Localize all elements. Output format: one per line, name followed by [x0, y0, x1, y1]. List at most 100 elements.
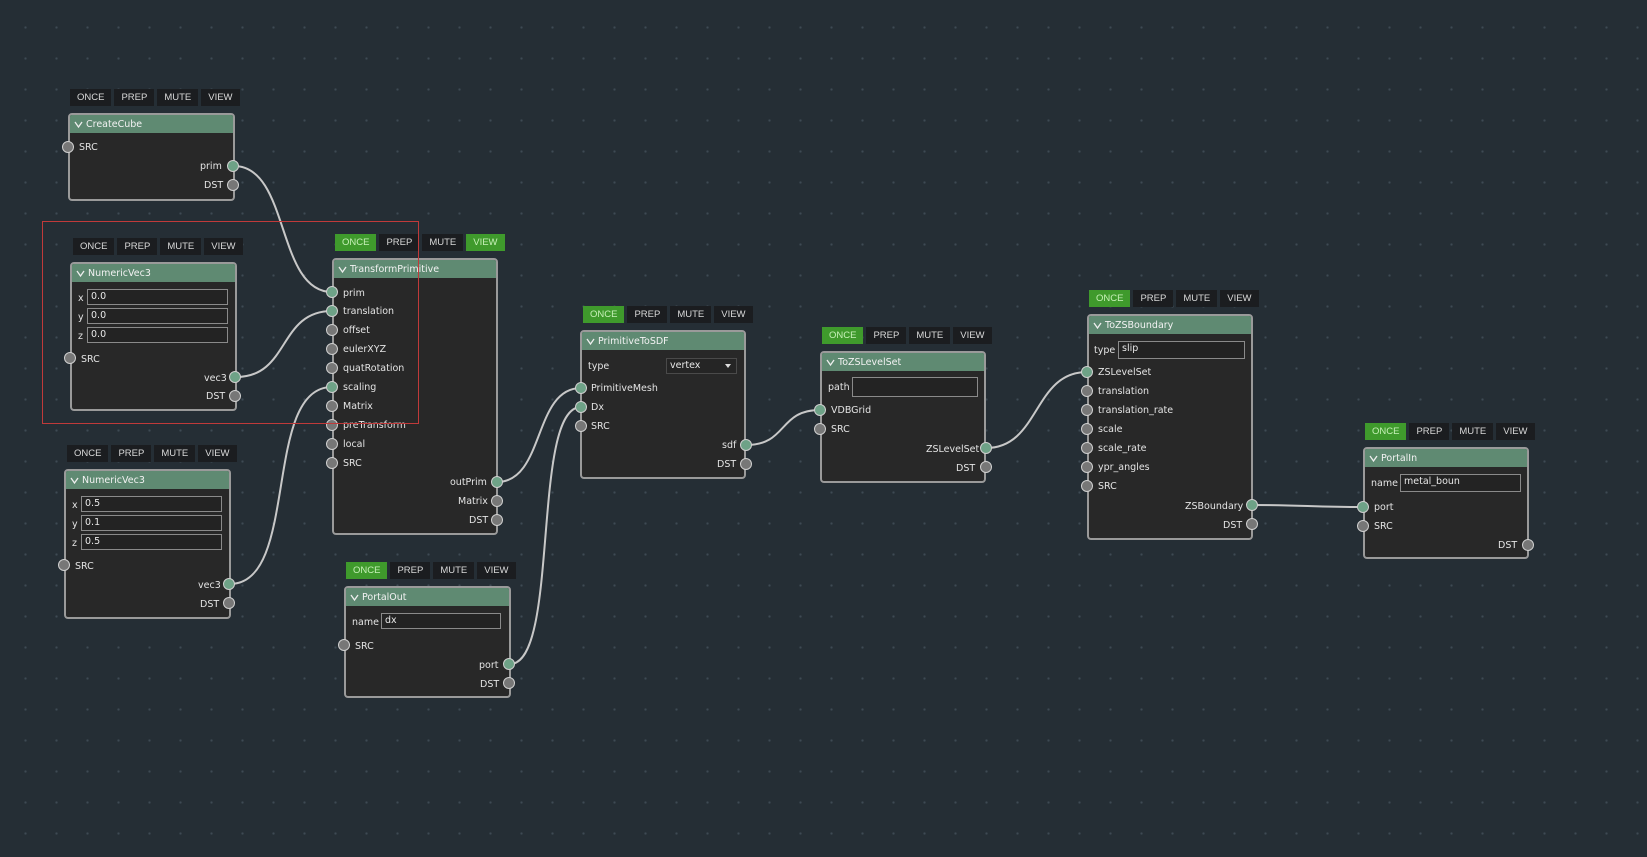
socket-dst-out[interactable]	[229, 390, 241, 402]
mute-button[interactable]: MUTE	[433, 562, 475, 579]
view-button[interactable]: VIEW	[201, 89, 240, 106]
once-button[interactable]: ONCE	[346, 562, 388, 579]
z-field[interactable]: 0.5	[81, 534, 222, 550]
once-button[interactable]: ONCE	[822, 327, 864, 344]
socket-vec3-out[interactable]	[229, 371, 241, 383]
socket-matrix-in[interactable]	[326, 400, 338, 412]
prep-button[interactable]: PREP	[390, 562, 431, 579]
once-button[interactable]: ONCE	[70, 89, 112, 106]
socket-dst-out[interactable]	[503, 677, 515, 689]
socket-outprim-out[interactable]	[491, 476, 503, 488]
socket-dst-out[interactable]	[1246, 518, 1258, 530]
socket-port-in[interactable]	[1357, 501, 1369, 513]
socket-src-in[interactable]	[58, 559, 70, 571]
node-transformprimitive[interactable]: TransformPrimitive	[332, 258, 498, 535]
mute-button[interactable]: MUTE	[160, 238, 202, 255]
socket-src-in[interactable]	[1357, 520, 1369, 532]
socket-zsboundary-out[interactable]	[1246, 499, 1258, 511]
socket-src-in[interactable]	[326, 457, 338, 469]
socket-primitivemesh-in[interactable]	[575, 382, 587, 394]
socket-quatrotation-in[interactable]	[326, 362, 338, 374]
collapse-chevron-icon[interactable]	[338, 265, 347, 274]
socket-scale-in[interactable]	[1081, 423, 1093, 435]
prep-button[interactable]: PREP	[117, 238, 158, 255]
socket-vec3-out[interactable]	[223, 578, 235, 590]
prep-button[interactable]: PREP	[866, 327, 907, 344]
node-header[interactable]: PortalOut	[346, 588, 509, 606]
node-header[interactable]: CreateCube	[70, 115, 233, 133]
socket-dst-out[interactable]	[980, 461, 992, 473]
node-portalout[interactable]: PortalOut	[344, 586, 511, 698]
collapse-chevron-icon[interactable]	[1369, 454, 1378, 463]
view-button[interactable]: VIEW	[466, 234, 505, 251]
collapse-chevron-icon[interactable]	[76, 269, 85, 278]
view-button[interactable]: VIEW	[477, 562, 516, 579]
mute-button[interactable]: MUTE	[422, 234, 464, 251]
socket-eulerxyz-in[interactable]	[326, 343, 338, 355]
socket-dx-in[interactable]	[575, 401, 587, 413]
prep-button[interactable]: PREP	[379, 234, 420, 251]
view-button[interactable]: VIEW	[1220, 290, 1259, 307]
view-button[interactable]: VIEW	[204, 238, 243, 255]
socket-src-in[interactable]	[1081, 480, 1093, 492]
socket-translation-rate-in[interactable]	[1081, 404, 1093, 416]
collapse-chevron-icon[interactable]	[74, 120, 83, 129]
type-select[interactable]: vertex	[666, 358, 737, 374]
y-field[interactable]: 0.1	[81, 515, 222, 531]
socket-prim-in[interactable]	[326, 286, 338, 298]
x-field[interactable]: 0.5	[81, 496, 222, 512]
collapse-chevron-icon[interactable]	[826, 358, 835, 367]
prep-button[interactable]: PREP	[111, 445, 152, 462]
node-header[interactable]: ToZSBoundary	[1089, 316, 1251, 334]
socket-matrix-out[interactable]	[491, 495, 503, 507]
socket-src-in[interactable]	[338, 639, 350, 651]
view-button[interactable]: VIEW	[1496, 423, 1535, 440]
collapse-chevron-icon[interactable]	[350, 593, 359, 602]
view-button[interactable]: VIEW	[714, 306, 753, 323]
socket-dst-out[interactable]	[1522, 539, 1534, 551]
node-createcube[interactable]: CreateCube	[68, 113, 235, 201]
socket-offset-in[interactable]	[326, 324, 338, 336]
socket-dst-out[interactable]	[223, 597, 235, 609]
node-tozslevelset[interactable]: ToZSLevelSet	[820, 351, 986, 483]
socket-zslevelset-in[interactable]	[1081, 366, 1093, 378]
mute-button[interactable]: MUTE	[154, 445, 196, 462]
node-header[interactable]: PortalIn	[1365, 449, 1527, 467]
socket-dst-out[interactable]	[227, 179, 239, 191]
socket-scale-rate-in[interactable]	[1081, 442, 1093, 454]
socket-zslevelset-out[interactable]	[980, 442, 992, 454]
node-header[interactable]: ToZSLevelSet	[822, 353, 984, 371]
socket-src-in[interactable]	[814, 423, 826, 435]
mute-button[interactable]: MUTE	[157, 89, 199, 106]
node-header[interactable]: NumericVec3	[72, 264, 235, 282]
socket-src-in[interactable]	[64, 352, 76, 364]
socket-ypr-angles-in[interactable]	[1081, 461, 1093, 473]
node-header[interactable]: NumericVec3	[66, 471, 229, 489]
socket-scaling-in[interactable]	[326, 381, 338, 393]
once-button[interactable]: ONCE	[1089, 290, 1131, 307]
socket-dst-out[interactable]	[491, 514, 503, 526]
socket-prim-out[interactable]	[227, 160, 239, 172]
mute-button[interactable]: MUTE	[1176, 290, 1218, 307]
view-button[interactable]: VIEW	[198, 445, 237, 462]
collapse-chevron-icon[interactable]	[1093, 321, 1102, 330]
mute-button[interactable]: MUTE	[670, 306, 712, 323]
x-field[interactable]: 0.0	[87, 289, 228, 305]
mute-button[interactable]: MUTE	[1452, 423, 1494, 440]
socket-src-in[interactable]	[62, 141, 74, 153]
socket-vdbgrid-in[interactable]	[814, 404, 826, 416]
once-button[interactable]: ONCE	[583, 306, 625, 323]
once-button[interactable]: ONCE	[73, 238, 115, 255]
prep-button[interactable]: PREP	[1133, 290, 1174, 307]
socket-pretransform-in[interactable]	[326, 419, 338, 431]
socket-port-out[interactable]	[503, 658, 515, 670]
y-field[interactable]: 0.0	[87, 308, 228, 324]
socket-src-in[interactable]	[575, 420, 587, 432]
collapse-chevron-icon[interactable]	[586, 337, 595, 346]
once-button[interactable]: ONCE	[67, 445, 109, 462]
node-header[interactable]: PrimitiveToSDF	[582, 332, 744, 350]
socket-translation-in[interactable]	[326, 305, 338, 317]
socket-sdf-out[interactable]	[740, 439, 752, 451]
prep-button[interactable]: PREP	[1409, 423, 1450, 440]
mute-button[interactable]: MUTE	[909, 327, 951, 344]
